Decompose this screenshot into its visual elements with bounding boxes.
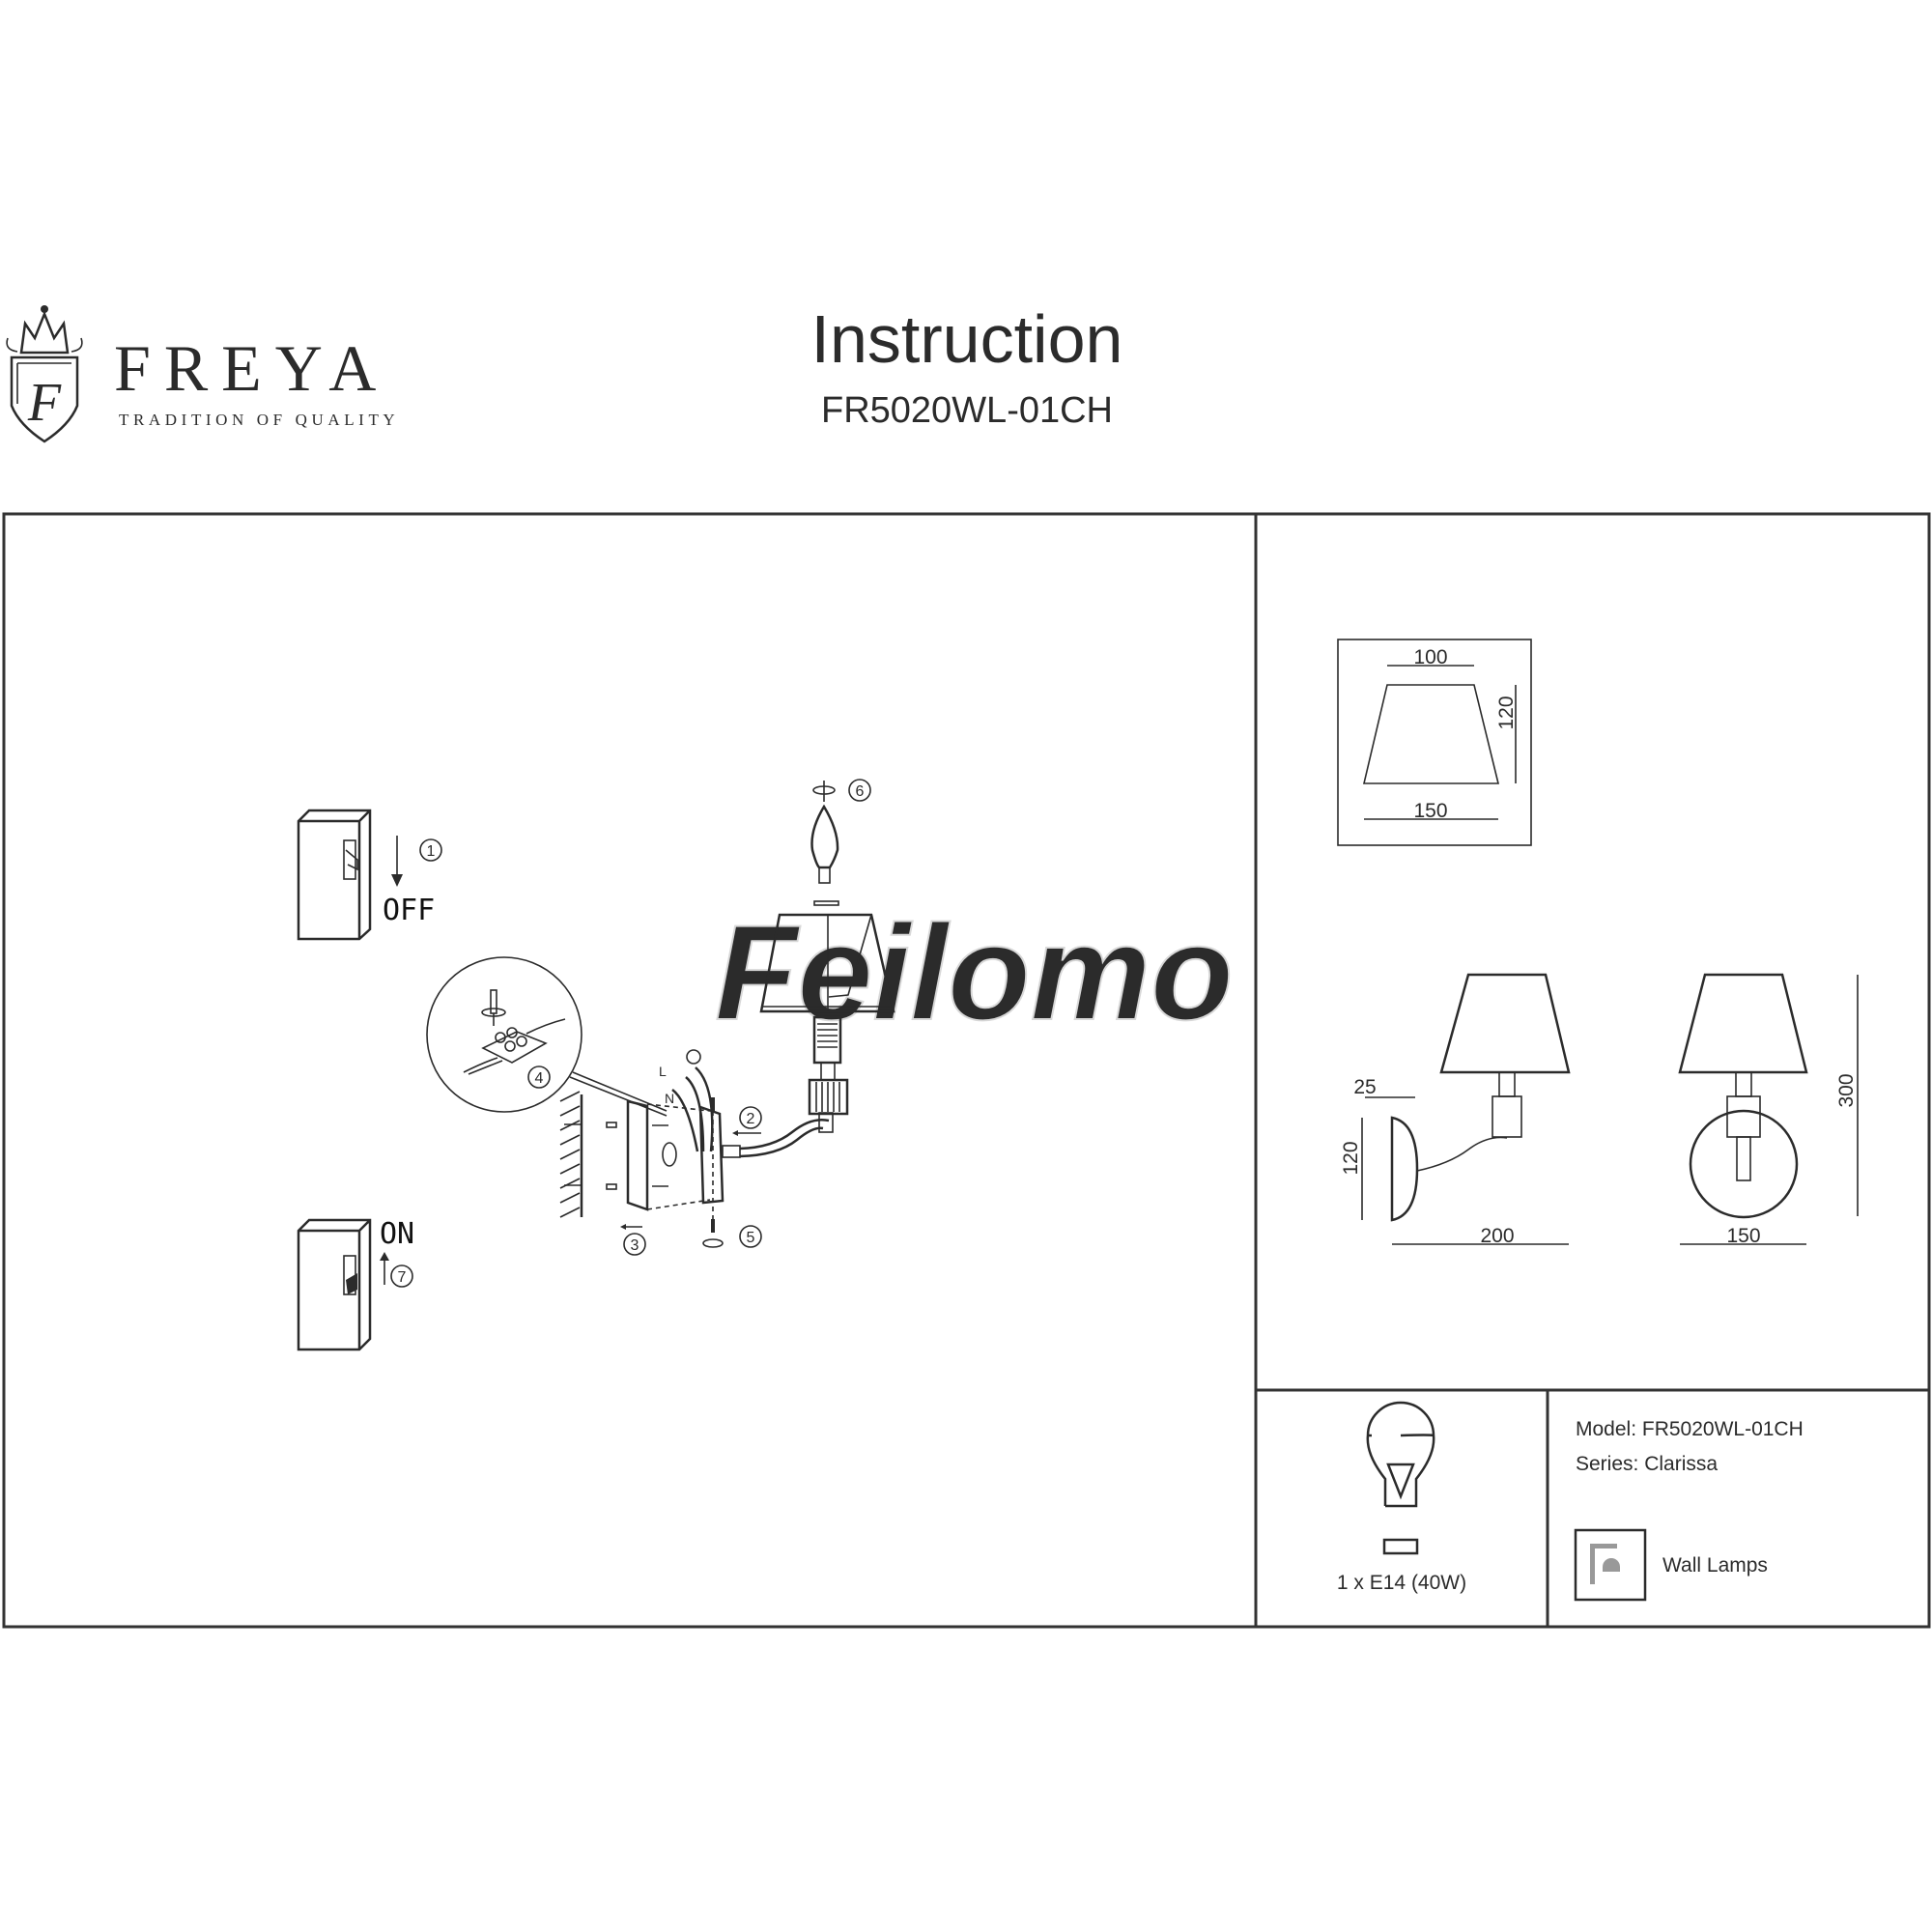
content-frame xyxy=(2,512,1931,1629)
bulb-spec: 1 x E14 (40W) xyxy=(1337,1401,1466,1594)
wall-lamp-category-icon xyxy=(1574,1528,1647,1602)
dim-shade-top: 100 xyxy=(1413,646,1447,668)
step-number: 3 xyxy=(631,1237,639,1254)
side-view-drawing: 25 120 200 xyxy=(1340,973,1571,1247)
dim-shade-bottom: 150 xyxy=(1413,800,1447,822)
page-title: Instruction xyxy=(811,301,1123,377)
brand-tagline: TRADITION OF QUALITY xyxy=(119,411,399,429)
switch-on-diagram: 7 ON xyxy=(297,1217,414,1351)
wire-label-n: N xyxy=(665,1091,674,1106)
freya-logo: F FREYA TRADITION OF QUALITY xyxy=(6,305,399,443)
front-view-drawing: 300 150 xyxy=(1678,973,1859,1247)
model-subtitle: FR5020WL-01CH xyxy=(821,390,1113,431)
switch-off-diagram: 1 OFF xyxy=(297,809,442,941)
lamp-shade xyxy=(759,913,895,1013)
dim-front-width: 150 xyxy=(1726,1225,1760,1247)
switch-off-label: OFF xyxy=(383,894,435,927)
wiring-detail-circle xyxy=(426,956,582,1113)
shade-dimensions: 100 120 150 xyxy=(1337,639,1532,846)
step-number: 4 xyxy=(535,1070,544,1087)
ground-icon xyxy=(686,1049,701,1065)
dim-shade-height: 120 xyxy=(1495,696,1518,729)
shield-icon xyxy=(10,355,79,443)
screwdriver-icon xyxy=(490,989,497,1014)
step-number: 7 xyxy=(398,1269,407,1286)
bulb-icon xyxy=(1366,1401,1435,1508)
product-info: Model: FR5020WL-01CH Series: Clarissa Wa… xyxy=(1574,1418,1804,1602)
crown-icon xyxy=(19,310,70,355)
dim-side-projection: 200 xyxy=(1480,1225,1514,1247)
wire-label-l: L xyxy=(659,1064,667,1079)
dim-side-height: 120 xyxy=(1340,1141,1362,1175)
switch-on-label: ON xyxy=(380,1217,414,1251)
watermark: Feilomo xyxy=(715,896,1234,1048)
logo-monogram: F xyxy=(27,373,62,433)
step-number: 2 xyxy=(747,1111,755,1127)
series-label: Series: Clarissa xyxy=(1576,1453,1718,1475)
step-number: 5 xyxy=(747,1230,755,1246)
bulb-spec-label: 1 x E14 (40W) xyxy=(1337,1572,1466,1594)
step-number: 1 xyxy=(427,843,436,860)
dim-side-depth: 25 xyxy=(1353,1076,1376,1098)
candle-bulb-icon xyxy=(810,804,839,869)
arrow-up-icon xyxy=(380,1252,389,1261)
arrow-down-icon xyxy=(391,874,403,887)
category-label: Wall Lamps xyxy=(1662,1554,1768,1577)
model-label: Model: FR5020WL-01CH xyxy=(1576,1418,1804,1440)
step-number: 6 xyxy=(856,783,865,800)
assembly-diagram: 4 N L 2 3 5 xyxy=(426,779,895,1256)
dim-front-height: 300 xyxy=(1835,1073,1858,1107)
brand-name: FREYA xyxy=(114,331,389,405)
